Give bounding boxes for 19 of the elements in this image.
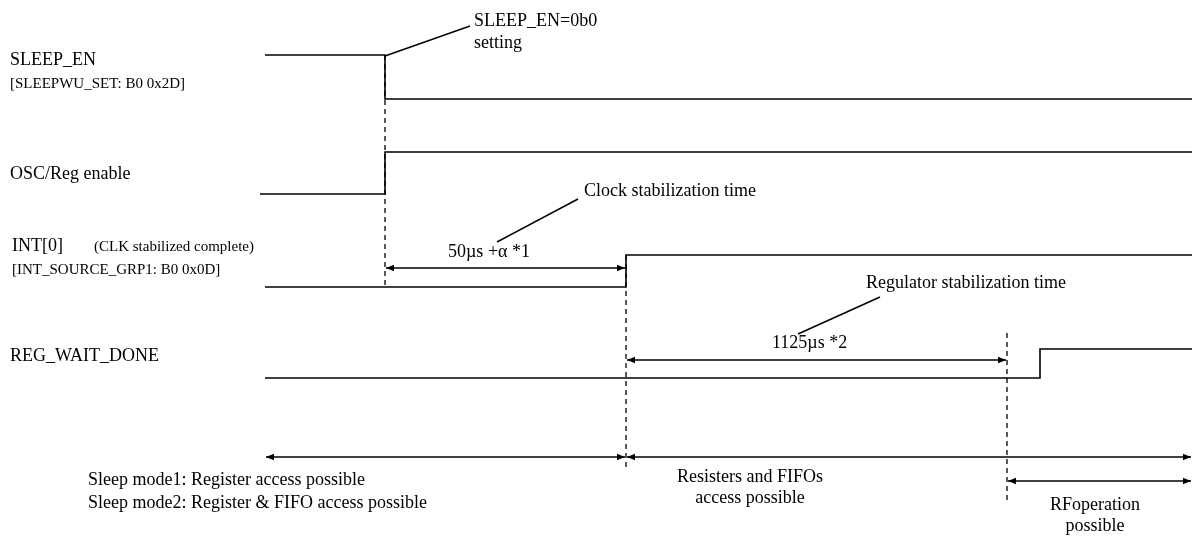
callout-text: 50µs +α *1 (448, 241, 531, 263)
signal-label: Sleep mode1: Register access possible (88, 469, 365, 490)
signal-label: RFoperation possible (1049, 494, 1141, 536)
signal-label: (CLK stabilized complete) (94, 238, 254, 256)
signal-label: Resisters and FIFOs access possible (676, 466, 824, 508)
signal-label: [INT_SOURCE_GRP1: B0 0x0D] (12, 261, 221, 279)
callout-text: SLEEP_EN=0b0 setting (474, 10, 599, 54)
leader-line (797, 296, 881, 335)
callout-text: Clock stabilization time (584, 180, 757, 202)
signal-label: REG_WAIT_DONE (10, 345, 159, 366)
callout-text: Regulator stabilization time (866, 272, 1067, 294)
callout-text: 1125µs *2 (772, 332, 849, 354)
signal-label: SLEEP_EN (10, 49, 96, 70)
signal-label: INT[0] (12, 235, 63, 256)
leader-line (384, 25, 471, 57)
signal-label: OSC/Reg enable (10, 163, 131, 184)
signal-label: Sleep mode2: Register & FIFO access possible (88, 492, 427, 513)
signal-label: [SLEEPWU_SET: B0 0x2D] (10, 75, 186, 93)
leader-line (496, 198, 579, 243)
